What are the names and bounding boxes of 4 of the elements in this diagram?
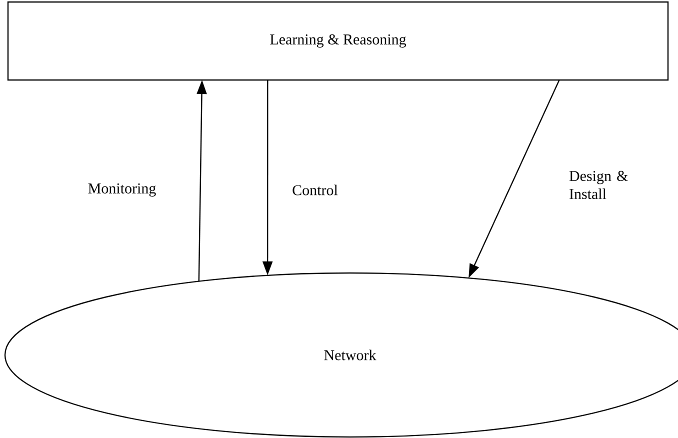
edge-label: Control xyxy=(290,182,340,198)
process-box: Learning & Reasoning xyxy=(7,1,669,81)
edge-label: Design & Install xyxy=(567,168,633,202)
edge-label: Monitoring xyxy=(86,181,158,199)
